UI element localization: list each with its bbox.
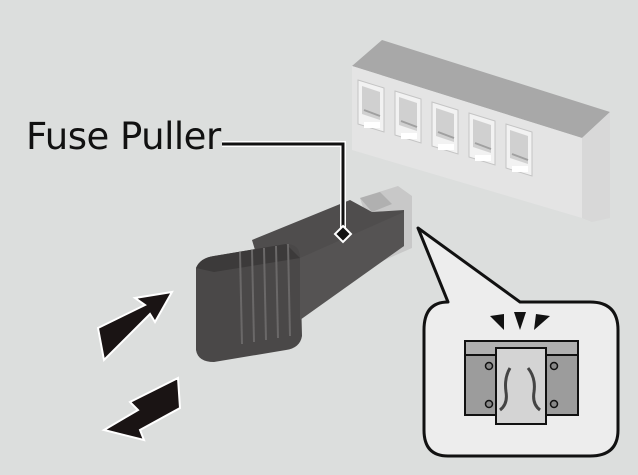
fuse-slot	[431, 101, 459, 155]
fuse-puller-label: Fuse Puller	[26, 115, 221, 158]
fuse-slot	[505, 123, 533, 177]
callout-leader	[222, 141, 353, 244]
push-in-arrow	[96, 290, 174, 363]
fuse-slot	[357, 79, 385, 133]
fuse-slot	[468, 112, 496, 166]
blown-fuse-detail	[416, 226, 620, 458]
pull-out-arrow	[101, 376, 182, 442]
fuse-slot	[394, 90, 422, 144]
fuse-block	[352, 40, 610, 222]
fuse-slots	[357, 79, 533, 177]
fuse-puller	[196, 186, 412, 362]
